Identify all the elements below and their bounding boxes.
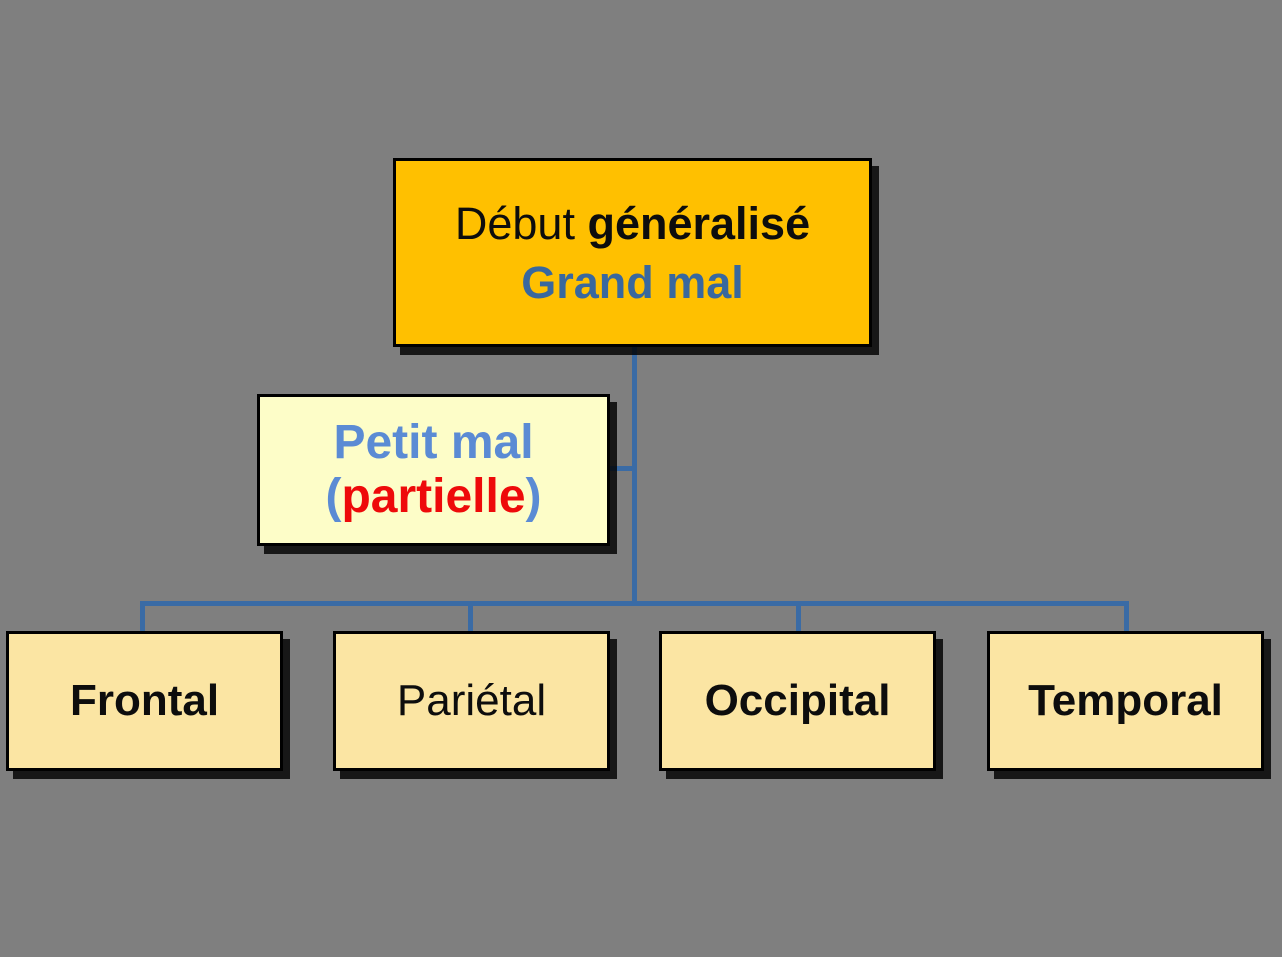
- leaf-label: Occipital: [704, 676, 891, 725]
- root-title-bold-part: généralisé: [587, 197, 811, 249]
- side-paren-open: (: [325, 470, 342, 523]
- side-word-partielle: partielle: [341, 470, 526, 523]
- connector-drop-occipital: [796, 604, 801, 632]
- connector-drop-frontal: [140, 604, 145, 632]
- root-node-subtitle: Grand mal: [521, 256, 744, 308]
- node-petit-mal: Petit mal (partielle): [257, 394, 610, 546]
- root-node-title: Début généralisé: [455, 201, 810, 246]
- connector-trunk-vertical: [632, 347, 637, 605]
- leaf-label: Frontal: [69, 676, 220, 725]
- node-frontal: Frontal: [6, 631, 283, 771]
- node-occipital: Occipital: [659, 631, 936, 771]
- side-node-subtitle: (partielle): [325, 470, 541, 524]
- connector-horizontal-bus: [140, 601, 1129, 606]
- side-node-title: Petit mal: [333, 416, 534, 470]
- node-temporal: Temporal: [987, 631, 1264, 771]
- connector-drop-parietal: [468, 604, 473, 632]
- node-parietal: Pariétal: [333, 631, 610, 771]
- connector-side-stub: [610, 466, 635, 471]
- leaf-label: Temporal: [1028, 676, 1223, 725]
- node-debut-generalise: Début généralisé Grand mal: [393, 158, 872, 347]
- connector-drop-temporal: [1124, 604, 1129, 632]
- root-title-normal-part: Début: [454, 197, 588, 249]
- leaf-label: Pariétal: [396, 676, 547, 725]
- side-paren-close: ): [525, 470, 542, 523]
